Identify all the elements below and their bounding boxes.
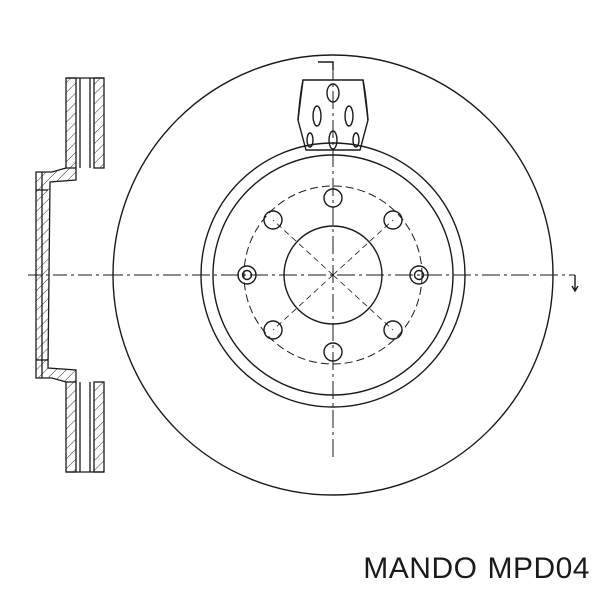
section-rim-top [65, 77, 77, 169]
section-view [28, 77, 110, 473]
section-rim-bottom [65, 381, 77, 473]
vent-slot [326, 83, 340, 103]
brand-name: MANDO [363, 552, 478, 585]
part-caption: MANDO MPD04 [363, 552, 590, 586]
bolt-hole [263, 320, 283, 340]
section-rim-bottom-inner [93, 381, 105, 473]
section-hat-hatch [36, 168, 76, 382]
vent-slot [344, 105, 354, 127]
bolt-hole [383, 210, 403, 230]
bolt-hole [383, 320, 403, 340]
section-marker-top [318, 61, 334, 70]
vent-cutaway-edge [297, 79, 304, 121]
part-number: MPD04 [487, 552, 590, 585]
vent-slot [312, 105, 322, 127]
vent-slot [306, 132, 314, 148]
bolt-hole [263, 210, 283, 230]
front-view [105, 54, 579, 496]
section-marker-right [571, 275, 579, 293]
vent-slot [328, 130, 338, 150]
vent-slot [352, 132, 360, 148]
locating-hole-right-inner [413, 269, 425, 281]
section-rim-top-inner [93, 77, 105, 169]
